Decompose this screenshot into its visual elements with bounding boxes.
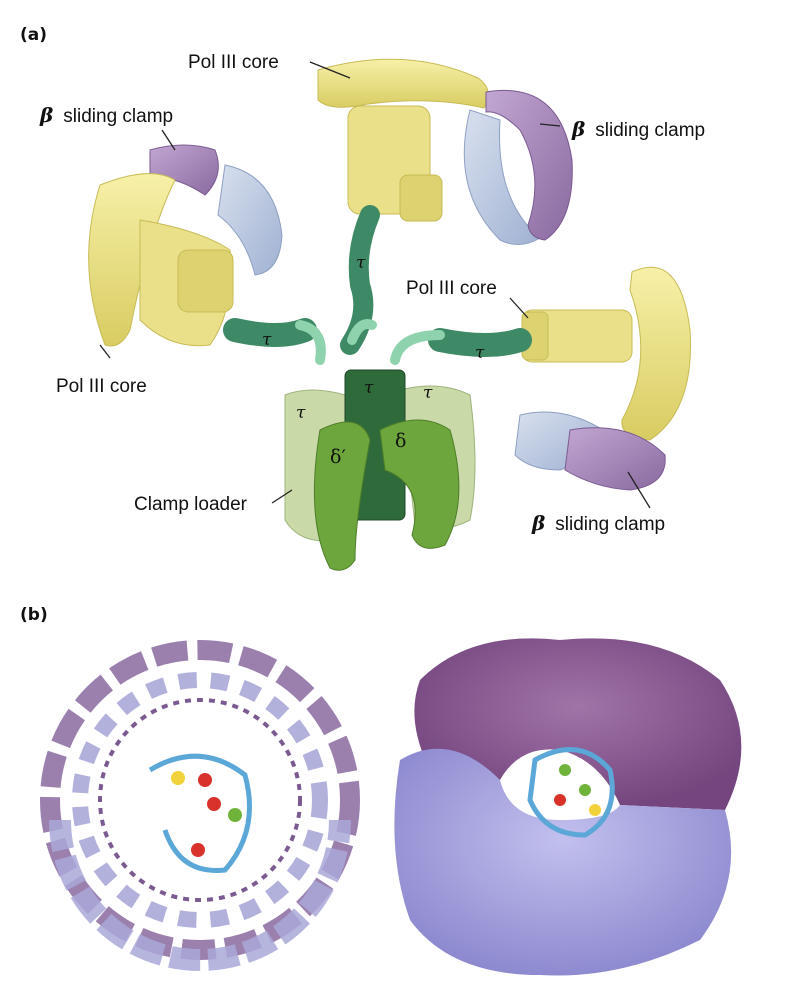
ribbon-structure	[40, 640, 360, 971]
surface-structure	[394, 638, 742, 976]
leader-clamp-bottom-right	[627, 471, 651, 509]
label-clamp-top-left: β sliding clamp	[39, 103, 173, 127]
dna-ribbon-left	[148, 753, 252, 873]
clamp-bottom-right-text: sliding clamp	[555, 514, 665, 535]
leader-clamp-top-left	[161, 129, 176, 151]
label-pol-core-right: Pol III core	[406, 278, 497, 299]
label-clamp-loader: Clamp loader	[134, 494, 248, 515]
tau-left-label: τ	[262, 330, 272, 350]
tau-loader-right-label: τ	[423, 383, 433, 403]
leader-pol-left	[99, 344, 111, 359]
delta-prime-label: δ′	[330, 446, 346, 468]
label-clamp-bottom-right: β sliding clamp	[531, 511, 665, 535]
dna-ribbon-right	[527, 747, 615, 838]
tau-top-label: τ	[356, 253, 366, 273]
pol-core-left	[88, 173, 234, 347]
leader-pol-top	[309, 61, 351, 79]
panel-a-label: (a)	[20, 25, 47, 45]
leader-clamp-top-right	[539, 123, 561, 127]
clamp-top-right-greek: β	[571, 117, 585, 141]
clamp-top-right-text: sliding clamp	[595, 120, 705, 141]
clamp-loader	[284, 369, 476, 571]
label-pol-core-left: Pol III core	[56, 376, 147, 397]
panel-a: (a)	[20, 25, 705, 571]
panel-b: (b)	[20, 605, 742, 976]
clamp-top-right	[463, 90, 573, 245]
leader-clamp-loader	[271, 489, 293, 504]
clamp-top-left-greek: β	[39, 103, 53, 127]
delta-label: δ	[395, 430, 406, 452]
label-clamp-top-right: β sliding clamp	[571, 117, 705, 141]
tau-linkers	[223, 205, 532, 365]
tau-center-label: τ	[364, 378, 374, 398]
clamp-bottom-right	[514, 411, 666, 491]
tau-loader-left-label: τ	[296, 403, 306, 423]
panel-b-label: (b)	[20, 605, 48, 625]
clamp-bottom-right-greek: β	[531, 511, 545, 535]
leader-pol-right	[509, 297, 529, 319]
pol-core-top	[317, 58, 489, 222]
label-pol-core-top: Pol III core	[188, 52, 279, 73]
clamp-top-left-text: sliding clamp	[63, 106, 173, 127]
tau-right-label: τ	[475, 343, 485, 363]
